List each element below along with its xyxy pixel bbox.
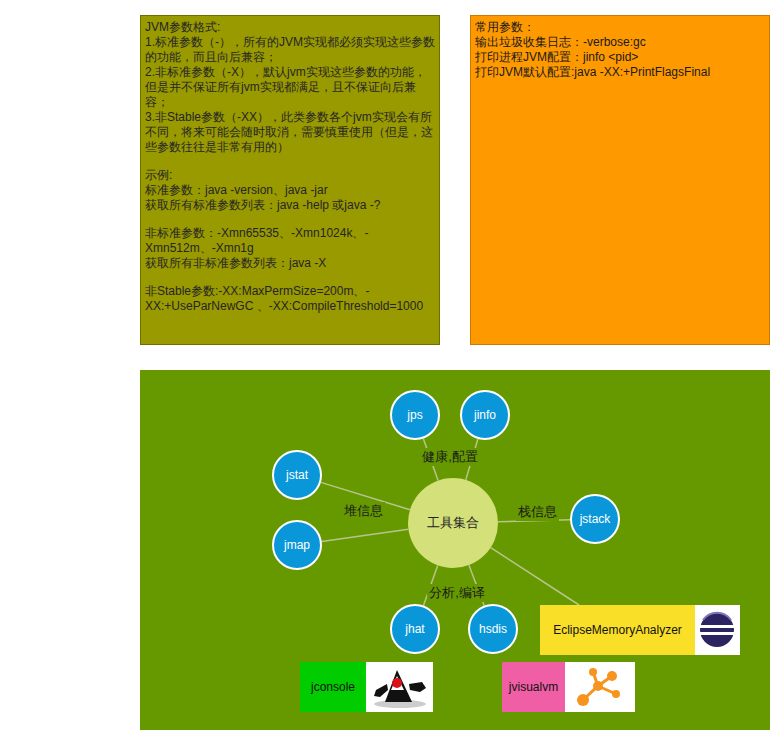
- node-text: 打印JVM默认配置:java -XX:+PrintFlagsFinal: [475, 65, 765, 80]
- node-text: 非Stable参数:-XX:MaxPermSize=200m、-XX:+UseP…: [145, 284, 435, 314]
- tool-circle: jinfo: [460, 390, 510, 440]
- tool-box: EclipseMemoryAnalyzer: [540, 605, 695, 655]
- node-text: 获取所有标准参数列表：java -help 或java -?: [145, 198, 435, 213]
- visualvm-dot: [577, 694, 589, 706]
- tool-circle: jps: [390, 390, 440, 440]
- visualvm-dot: [589, 668, 597, 676]
- duke-body: [385, 670, 412, 702]
- eclipse-stripe: [700, 625, 734, 628]
- node-text: 1.标准参数（-），所有的JVM实现都必须实现这些参数的功能，而且向后兼容；: [145, 35, 435, 65]
- icon-ground: [565, 662, 635, 712]
- node-text: jconsole: [311, 680, 355, 694]
- tool-panel: [140, 370, 770, 730]
- node-text: jinfo: [474, 408, 496, 422]
- eclipse-sphere: [700, 613, 734, 647]
- node-text: 非标准参数：-Xmn65535、-Xmn1024k、-Xmn512m、-Xmn1…: [145, 226, 435, 256]
- tool-box: jconsole: [300, 662, 366, 712]
- node-text: jstack: [580, 512, 611, 526]
- node-text: EclipseMemoryAnalyzer: [553, 623, 682, 637]
- node-text: hsdis: [479, 622, 507, 636]
- node-text: JVM参数格式:: [145, 20, 435, 35]
- node-text: jhat: [405, 622, 424, 636]
- group-label: 分析,编译: [427, 584, 487, 602]
- eclipse-stripe: [700, 632, 734, 635]
- node-text: 3.非Stable参数（-XX），此类参数各个jvm实现会有所不同，将来可能会随…: [145, 110, 435, 155]
- duke-arm: [409, 682, 426, 692]
- visualvm-icon: [565, 662, 635, 712]
- node-text: 获取所有非标准参数列表：java -X: [145, 256, 435, 271]
- note-panel: JVM参数格式:1.标准参数（-），所有的JVM实现都必须实现这些参数的功能，而…: [140, 15, 440, 345]
- node-text: jvisualvm: [509, 680, 558, 694]
- tool-circle: jstat: [272, 450, 322, 500]
- eclipse-icon: [695, 605, 740, 655]
- node-text: 输出垃圾收集日志：-verbose:gc: [475, 35, 765, 50]
- group-label: 栈信息: [516, 503, 559, 521]
- node-text: 2.非标准参数（-X），默认jvm实现这些参数的功能，但是并不保证所有jvm实现…: [145, 65, 435, 110]
- node-text: 标准参数：java -version、java -jar: [145, 183, 435, 198]
- tool-circle: jstack: [570, 494, 620, 544]
- tool-box: jvisualvm: [502, 662, 565, 712]
- eclipse-shine: [703, 613, 731, 620]
- node-text: jmap: [284, 538, 310, 552]
- visualvm-dot: [607, 671, 617, 681]
- tool-connector: [491, 548, 579, 605]
- node-text: 常用参数：: [475, 20, 765, 35]
- node-text: 打印进程JVM配置：jinfo <pid>: [475, 50, 765, 65]
- node-text: jps: [407, 408, 422, 422]
- group-label: 健康,配置: [420, 448, 480, 466]
- icon-ground: [366, 662, 433, 712]
- visualvm-dot: [612, 690, 620, 698]
- visualvm-dot: [593, 681, 603, 691]
- tool-circle: jhat: [390, 604, 440, 654]
- duke-face: [391, 676, 404, 690]
- tool-circle: jmap: [272, 520, 322, 570]
- icon-ground: [695, 605, 740, 655]
- node-text: 示例:: [145, 168, 435, 183]
- visualvm-branch: [583, 672, 616, 700]
- duke-icon: [366, 662, 433, 712]
- group-label: 堆信息: [342, 502, 385, 520]
- duke-arm: [374, 684, 388, 697]
- node-text: 工具集合: [427, 514, 479, 532]
- tool-circle: hsdis: [468, 604, 518, 654]
- tool-connector: [322, 529, 409, 541]
- note-panel: 常用参数：输出垃圾收集日志：-verbose:gc打印进程JVM配置：jinfo…: [470, 15, 770, 345]
- node-text: jstat: [286, 468, 308, 482]
- hub-circle: 工具集合: [408, 478, 498, 568]
- duke-nose: [392, 678, 402, 688]
